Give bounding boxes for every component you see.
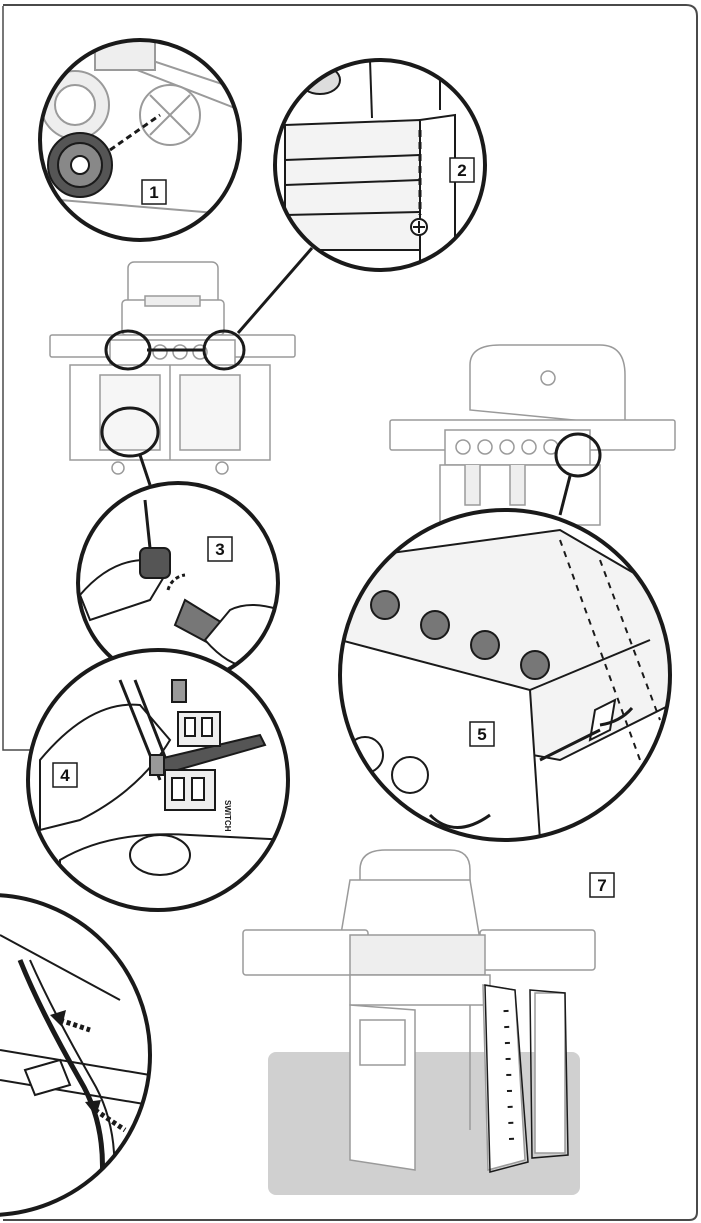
step-label-3: 3 bbox=[207, 536, 233, 562]
callout-leader-side bbox=[558, 475, 572, 516]
svg-text:5: 5 bbox=[477, 725, 486, 744]
detail-5-ring bbox=[338, 508, 672, 842]
grill-front-view bbox=[49, 261, 296, 475]
svg-text:7: 7 bbox=[597, 876, 606, 895]
floor-mat bbox=[268, 1052, 580, 1195]
arrow-up-dashed-icon bbox=[59, 1017, 91, 1033]
step-label-7: 7 bbox=[589, 872, 615, 898]
detail-hose-clip bbox=[0, 893, 152, 1217]
callout-circle-side bbox=[554, 432, 602, 478]
step-label-1: 1 bbox=[141, 179, 167, 205]
step-label-5: 5 bbox=[469, 721, 495, 747]
detail-4-ring bbox=[26, 648, 290, 912]
grill-side-view bbox=[389, 344, 676, 526]
arrow-up-dashed-icon-2 bbox=[93, 1107, 127, 1133]
step-label-2: 2 bbox=[449, 157, 475, 183]
callout-circles-grill bbox=[100, 247, 314, 486]
grill-with-cover bbox=[242, 849, 596, 1195]
svg-text:2: 2 bbox=[457, 161, 466, 180]
detail-6-ring bbox=[0, 893, 152, 1217]
switch-label: SWITCH bbox=[223, 800, 232, 832]
panel-border bbox=[3, 4, 698, 1221]
detail-knob bbox=[38, 38, 242, 242]
svg-text:3: 3 bbox=[215, 540, 224, 559]
detail-burners bbox=[338, 508, 672, 842]
inner-panel-divider bbox=[2, 6, 40, 751]
detail-1-ring bbox=[38, 38, 242, 242]
detail-2-ring bbox=[273, 58, 487, 272]
svg-text:1: 1 bbox=[149, 183, 158, 202]
svg-text:4: 4 bbox=[60, 766, 70, 785]
step-label-4: 4 bbox=[52, 762, 78, 788]
